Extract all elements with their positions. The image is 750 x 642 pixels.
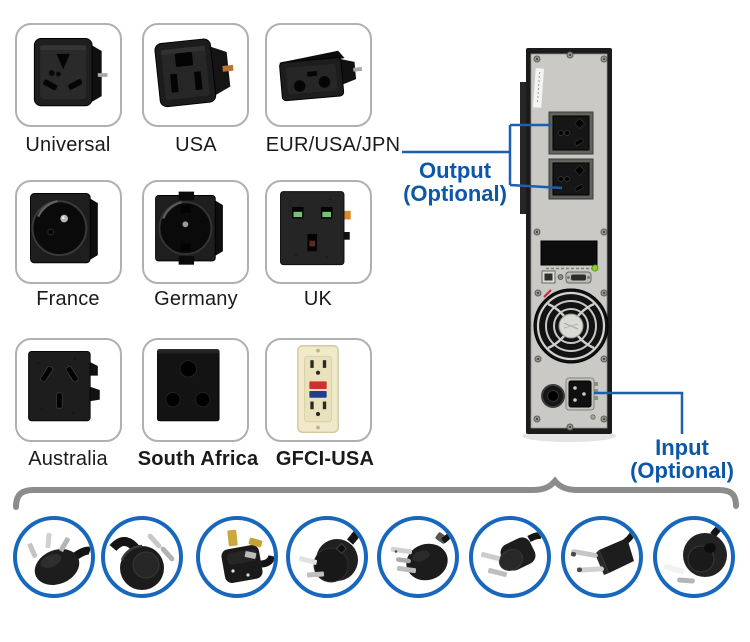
- ups-circuit-breaker: [541, 384, 565, 408]
- socket-card-usa: [142, 23, 249, 127]
- brace: [13, 476, 739, 510]
- input-callout-line2: (Optional): [630, 458, 734, 483]
- ups-intelligent-slot: [540, 240, 598, 266]
- socket-card-uk: [265, 180, 372, 284]
- ups-rear-panel-image: [520, 48, 616, 442]
- germany-socket-image: [155, 191, 223, 265]
- socket-label-gfci-usa: GFCI-USA: [275, 448, 375, 470]
- socket-label-universal: Universal: [25, 134, 111, 156]
- usa-3pin-plug-icon: [377, 516, 459, 598]
- china-3pin-plug-icon: [13, 516, 95, 598]
- output-callout-line1: Output: [418, 158, 492, 183]
- socket-card-france: [15, 180, 122, 284]
- ups-input-inlet: [565, 377, 598, 411]
- australia-socket-image: [28, 351, 100, 422]
- south-africa-socket-image: [157, 349, 220, 422]
- ups-output-socket-2: [548, 158, 594, 200]
- eu-schuko-plug-icon: [101, 516, 183, 598]
- ups-aux-connector: [557, 274, 564, 280]
- socket-card-germany: [142, 180, 249, 284]
- socket-card-south-africa: [142, 338, 249, 442]
- uk-3pin-plug-icon: [196, 516, 278, 598]
- socket-label-australia: Australia: [28, 448, 108, 470]
- ups-usb-port: [541, 270, 556, 284]
- socket-card-universal: [15, 23, 122, 127]
- socket-label-eur-usa-jpn: EUR/USA/JPN: [265, 134, 401, 156]
- socket-label-germany: Germany: [154, 288, 238, 310]
- socket-label-france: France: [36, 288, 100, 310]
- serial-sticker: [532, 67, 545, 109]
- eur-usa-jpn-socket-image: [279, 50, 363, 102]
- input-callout-label: Input (Optional): [602, 436, 750, 482]
- socket-label-uk: UK: [303, 288, 333, 310]
- france-socket-image: [30, 193, 98, 264]
- ups-serial-port: [565, 271, 592, 284]
- usa-socket-image: [154, 38, 234, 108]
- uk-socket-image: [280, 191, 351, 266]
- europe-2pin-plug-icon: [561, 516, 643, 598]
- round-2pin-plug-icon: [653, 516, 735, 598]
- output-callout-label: Output (Optional): [375, 159, 535, 205]
- usa-2pin-plug-icon: [469, 516, 551, 598]
- socket-label-usa: USA: [175, 134, 217, 156]
- socket-card-australia: [15, 338, 122, 442]
- ups-output-socket-1: [548, 111, 594, 155]
- australia-plug-icon: [286, 516, 368, 598]
- ups-status-led: [591, 264, 599, 272]
- input-callout-line1: Input: [655, 435, 709, 460]
- ups-cooling-fan: [533, 288, 609, 364]
- gfci-usa-socket-image: [297, 345, 339, 434]
- socket-label-south-africa: South Africa: [137, 448, 259, 470]
- universal-socket-image: [33, 37, 108, 107]
- socket-card-eur-usa-jpn: [265, 23, 372, 127]
- output-callout-line2: (Optional): [403, 181, 507, 206]
- socket-card-gfci-usa: [265, 338, 372, 442]
